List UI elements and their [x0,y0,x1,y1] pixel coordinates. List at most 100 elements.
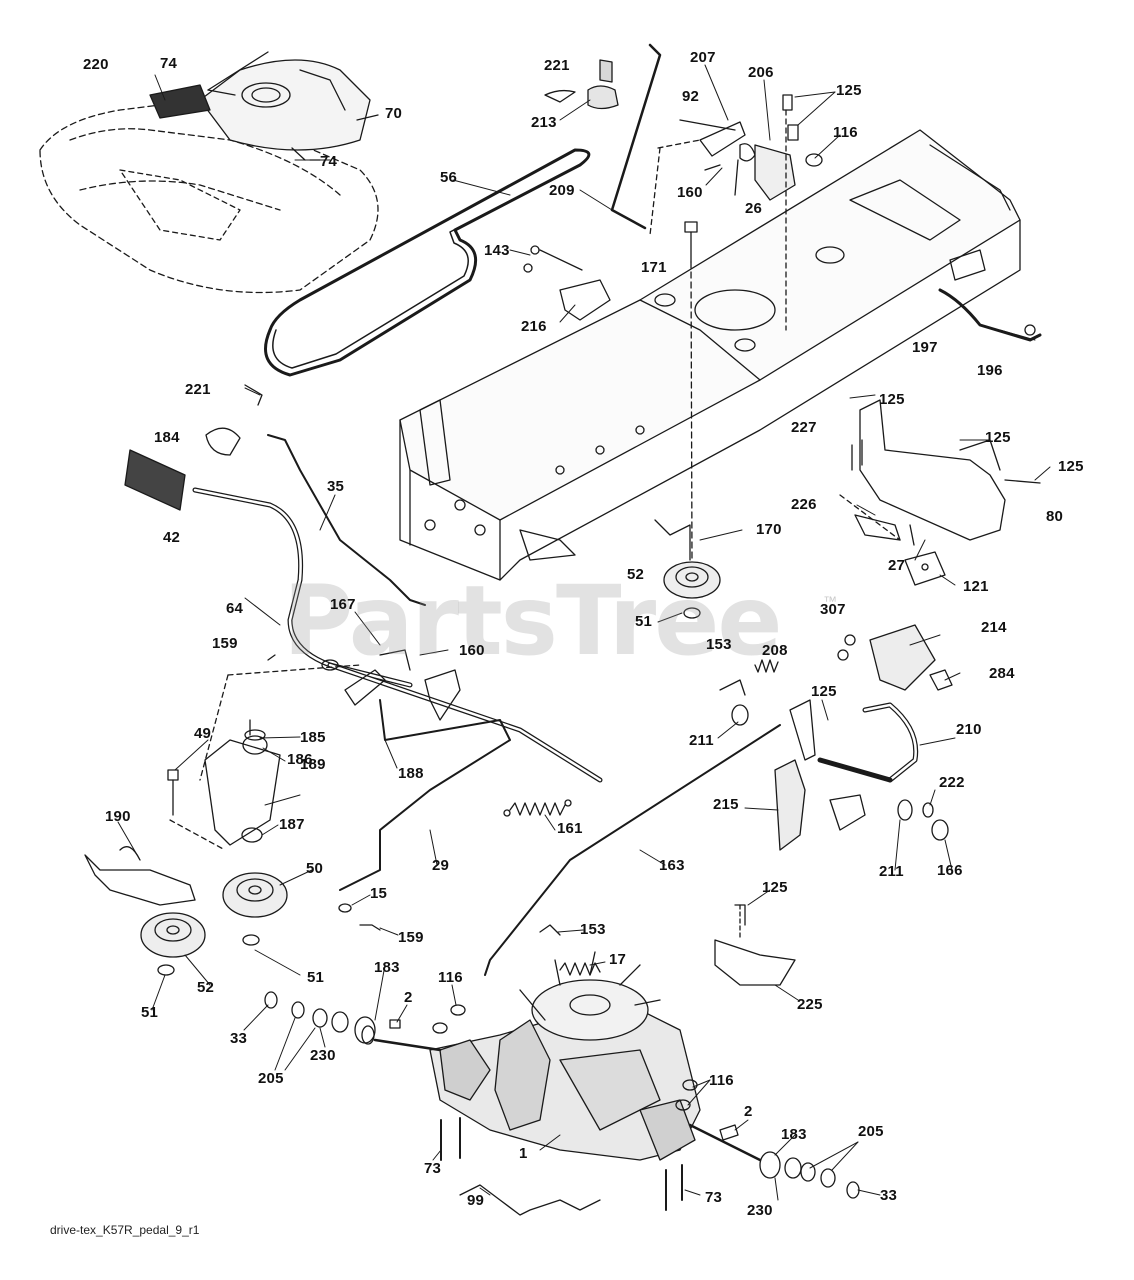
callout-label[interactable]: 161 [557,820,583,837]
callout-label[interactable]: 184 [154,429,180,446]
callout-label[interactable]: 209 [549,182,575,199]
callout-label[interactable]: 99 [467,1192,485,1209]
callout-label[interactable]: 171 [641,259,667,276]
pivot-plate-189 [167,719,281,851]
callout-label[interactable]: 125 [879,391,905,408]
callout-label[interactable]: 159 [212,635,238,652]
callout-label[interactable]: 225 [797,996,823,1013]
callout-label[interactable]: 160 [459,642,485,659]
plate-214 [837,624,953,691]
callout-label[interactable]: 70 [385,105,403,122]
callout-label[interactable]: 125 [811,683,837,700]
callout-label[interactable]: 213 [531,114,557,131]
callout-label[interactable]: 227 [791,419,817,436]
bracket-225 [714,904,796,986]
callout-label[interactable]: 196 [977,362,1003,379]
callout-label[interactable]: 183 [374,959,400,976]
callout-label[interactable]: 56 [440,169,458,186]
pulley-52-center [654,519,721,619]
callout-label[interactable]: 187 [279,816,305,833]
pedal-pad-215 [774,759,806,851]
callout-label[interactable]: 226 [791,496,817,513]
callout-label[interactable]: 51 [307,969,325,986]
callout-label[interactable]: 207 [690,49,716,66]
callout-label[interactable]: 230 [747,1202,773,1219]
callout-label[interactable]: 214 [981,619,1007,636]
callout-label[interactable]: 125 [836,82,862,99]
callout-label[interactable]: 307 [820,601,846,618]
callout-label[interactable]: 2 [404,989,413,1006]
callout-label[interactable]: 205 [258,1070,284,1087]
pedal-arm-210 [817,702,949,841]
callout-label[interactable]: 222 [939,774,965,791]
callout-label[interactable]: 17 [609,951,627,968]
callout-label[interactable]: 221 [544,57,570,74]
callout-label[interactable]: 190 [105,808,131,825]
callout-label[interactable]: 125 [762,879,788,896]
callout-label[interactable]: 116 [709,1072,734,1089]
callout-label[interactable]: 50 [306,860,324,877]
callout-label[interactable]: 216 [521,318,547,335]
callout-label[interactable]: 26 [745,200,763,217]
callout-label[interactable]: 211 [879,863,904,880]
callout-label[interactable]: 74 [320,153,338,170]
callout-label[interactable]: 205 [858,1123,884,1140]
callout-label[interactable]: 211 [689,732,714,749]
callout-label[interactable]: 220 [83,56,109,73]
callout-label[interactable]: 186 [287,751,313,768]
callout-label[interactable]: 27 [888,557,906,574]
callout-label[interactable]: 73 [705,1189,723,1206]
callout-label[interactable]: 80 [1046,508,1064,525]
callout-label[interactable]: 64 [226,600,244,617]
callout-label[interactable]: 143 [484,242,510,259]
hood-assembly [39,51,379,294]
callout-label[interactable]: 52 [627,566,645,583]
callout-label[interactable]: 74 [160,55,178,72]
callout-label[interactable]: 185 [300,729,326,746]
callout-label[interactable]: 2 [744,1103,753,1120]
callout-label[interactable]: 33 [230,1030,248,1047]
callout-label[interactable]: 42 [163,529,181,546]
callout-label[interactable]: 215 [713,796,739,813]
callout-label[interactable]: 230 [310,1047,336,1064]
idler-pulleys-left [84,846,288,976]
callout-label[interactable]: 197 [912,339,938,356]
callout-label[interactable]: 52 [197,979,215,996]
callout-label[interactable]: 167 [330,596,356,613]
callout-label[interactable]: 51 [635,613,653,630]
callout-label[interactable]: 166 [937,862,963,879]
callout-label[interactable]: 170 [756,521,782,538]
callout-label[interactable]: 92 [682,88,700,105]
callout-label[interactable]: 183 [781,1126,807,1143]
callout-label[interactable]: 33 [880,1187,898,1204]
callout-label[interactable]: 73 [424,1160,442,1177]
callout-label[interactable]: 206 [748,64,774,81]
callout-label[interactable]: 284 [989,665,1015,682]
callout-label[interactable]: 160 [677,184,703,201]
rod-29 [338,699,511,931]
callout-label[interactable]: 153 [580,921,606,938]
callout-label[interactable]: 159 [398,929,424,946]
callout-label[interactable]: 125 [1058,458,1084,475]
callout-label[interactable]: 35 [327,478,345,495]
bracket-80 [839,399,1041,586]
callout-label[interactable]: 188 [398,765,424,782]
callout-label[interactable]: 125 [985,429,1011,446]
callout-label[interactable]: 121 [963,578,989,595]
callout-label[interactable]: 221 [185,381,211,398]
callout-label[interactable]: 49 [194,725,212,742]
transaxle-assembly [361,951,762,1216]
callout-label[interactable]: 116 [438,969,463,986]
watermark: PartsTree [283,565,782,677]
callout-label[interactable]: 51 [141,1004,159,1021]
callout-label[interactable]: 1 [519,1145,528,1162]
callout-label[interactable]: 15 [370,885,388,902]
callout-label[interactable]: 29 [432,857,450,874]
callout-label[interactable]: 163 [659,857,685,874]
callout-label[interactable]: 153 [706,636,732,653]
callout-label[interactable]: 210 [956,721,982,738]
callout-label[interactable]: 208 [762,642,788,659]
callout-label[interactable]: 116 [833,124,858,141]
callout-label[interactable]: 189 [300,756,326,773]
